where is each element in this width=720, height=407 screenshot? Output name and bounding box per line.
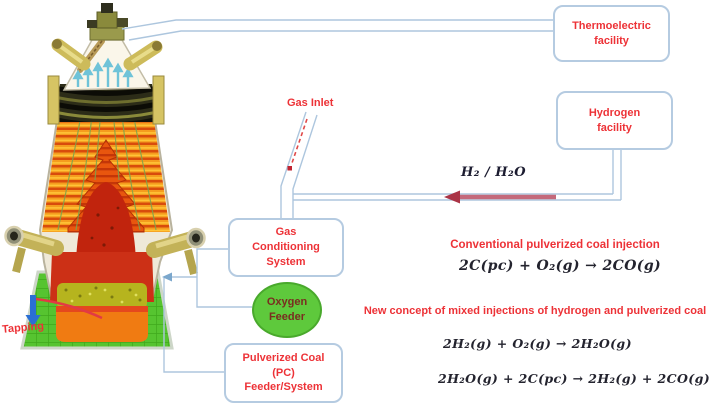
- rising-gas-arrows-icon: [72, 57, 134, 87]
- node-pc-feeder-system: Pulverized Coal (PC) Feeder/System: [224, 343, 343, 403]
- oxygen-feeder-label: Oxygen Feeder: [266, 296, 308, 323]
- new-concept-equation-2: 2H₂O(g) + 2C(pc) → 2H₂(g) + 2CO(g): [438, 371, 711, 386]
- gas-inlet-flow-arrow-icon: [287, 118, 308, 171]
- thermoelectric-label: Thermoelectric facility: [572, 19, 651, 47]
- pc-feeder-label: Pulverized Coal (PC) Feeder/System: [242, 351, 325, 394]
- tapping-arrow-icon: [25, 295, 103, 327]
- conventional-injection-title: Conventional pulverized coal injection: [450, 239, 660, 251]
- tuyere-right: [146, 227, 206, 275]
- h2-flow-arrow-icon: [444, 190, 556, 204]
- node-gas-conditioning-system: Gas Conditioning System: [228, 218, 344, 277]
- hearth-deadman: [76, 182, 136, 262]
- label-h2-h2o: H₂ / H₂O: [461, 165, 527, 180]
- gas-conditioning-label: Gas Conditioning System: [252, 226, 320, 268]
- node-hydrogen-facility: Hydrogen facility: [556, 91, 673, 150]
- tuyere-left: [4, 225, 64, 273]
- blast-furnace-illustration: [4, 3, 206, 350]
- hydrogen-label: Hydrogen facility: [588, 106, 641, 134]
- stock-layers: [55, 84, 157, 122]
- node-oxygen-feeder: Oxygen Feeder: [252, 282, 322, 338]
- new-concept-title: New concept of mixed injections of hydro…: [363, 305, 707, 317]
- label-gas-inlet: Gas Inlet: [287, 97, 334, 109]
- injection-arrow-icon: [162, 272, 172, 282]
- new-concept-equation-1: 2H₂(g) + O₂(g) → 2H₂O(g): [443, 336, 632, 351]
- furnace-top-equipment: [47, 3, 165, 125]
- hearth-and-taphole: [50, 252, 154, 342]
- conventional-equation: 2C(pc) + O₂(g) → 2CO(g): [458, 258, 662, 274]
- node-thermoelectric-facility: Thermoelectric facility: [553, 5, 670, 62]
